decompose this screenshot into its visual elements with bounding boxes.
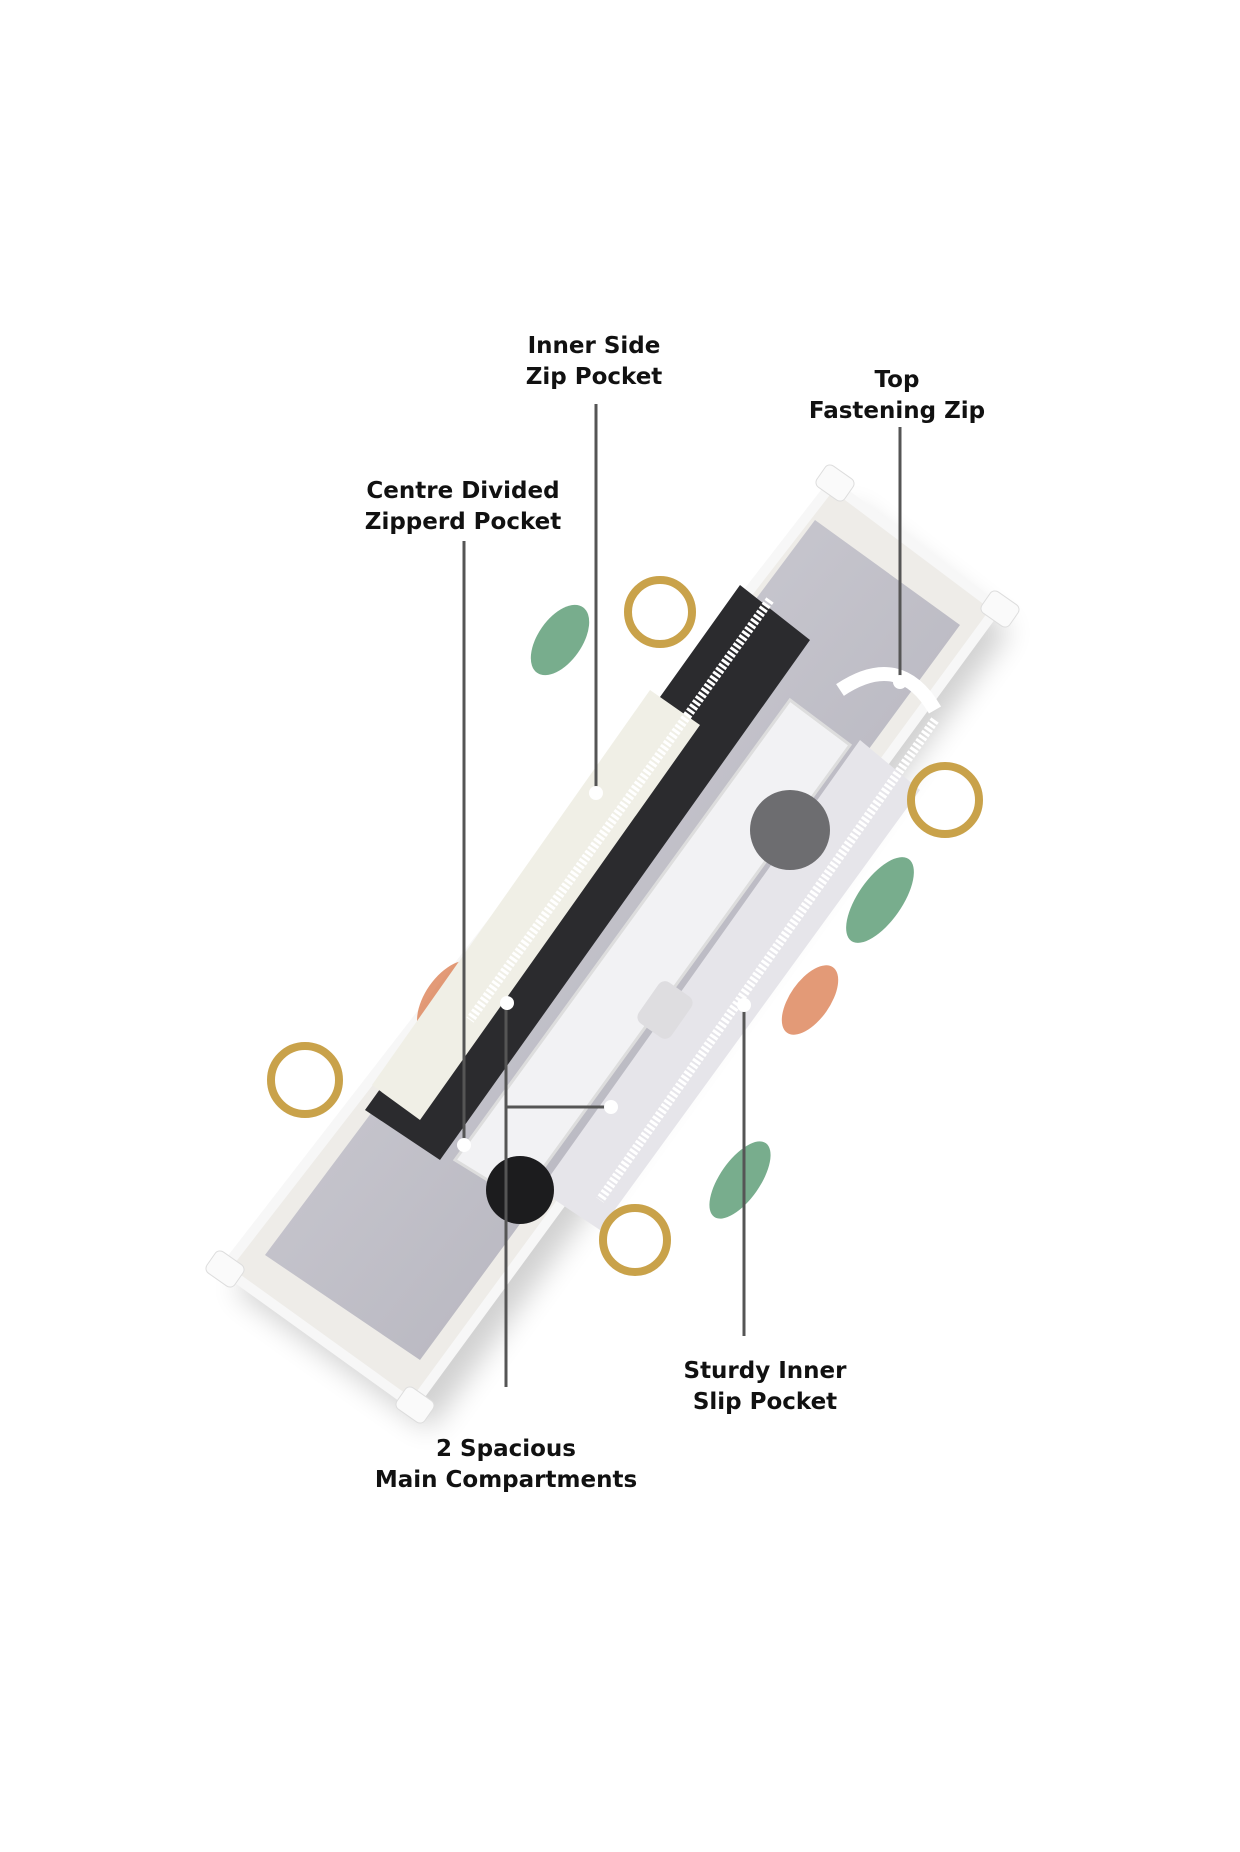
callout-line: 2 Spacious [436,1436,576,1462]
callout-line: Centre Divided [366,478,560,504]
bag-body [205,464,1020,1424]
callout-line: Top [874,367,920,393]
callout-centre-divided-pocket: Centre Divided Zipperd Pocket [365,476,561,538]
callout-sturdy-inner-slip-pocket: Sturdy Inner Slip Pocket [684,1356,847,1418]
callout-leaders [457,404,907,1387]
callout-line: Sturdy Inner [683,1358,847,1384]
callout-line: Inner Side [527,333,661,359]
gold-rings [267,576,983,1276]
callout-line: Main Compartments [374,1467,638,1493]
callout-line: Fastening Zip [808,398,986,424]
callout-line: Slip Pocket [692,1389,838,1415]
callout-main-compartments: 2 Spacious Main Compartments [375,1434,637,1496]
callout-inner-side-zip-pocket: Inner Side Zip Pocket [526,331,663,393]
callout-top-fastening-zip: Top Fastening Zip [809,365,985,427]
callout-line: Zip Pocket [525,364,663,390]
callout-line: Zipperd Pocket [364,509,562,535]
